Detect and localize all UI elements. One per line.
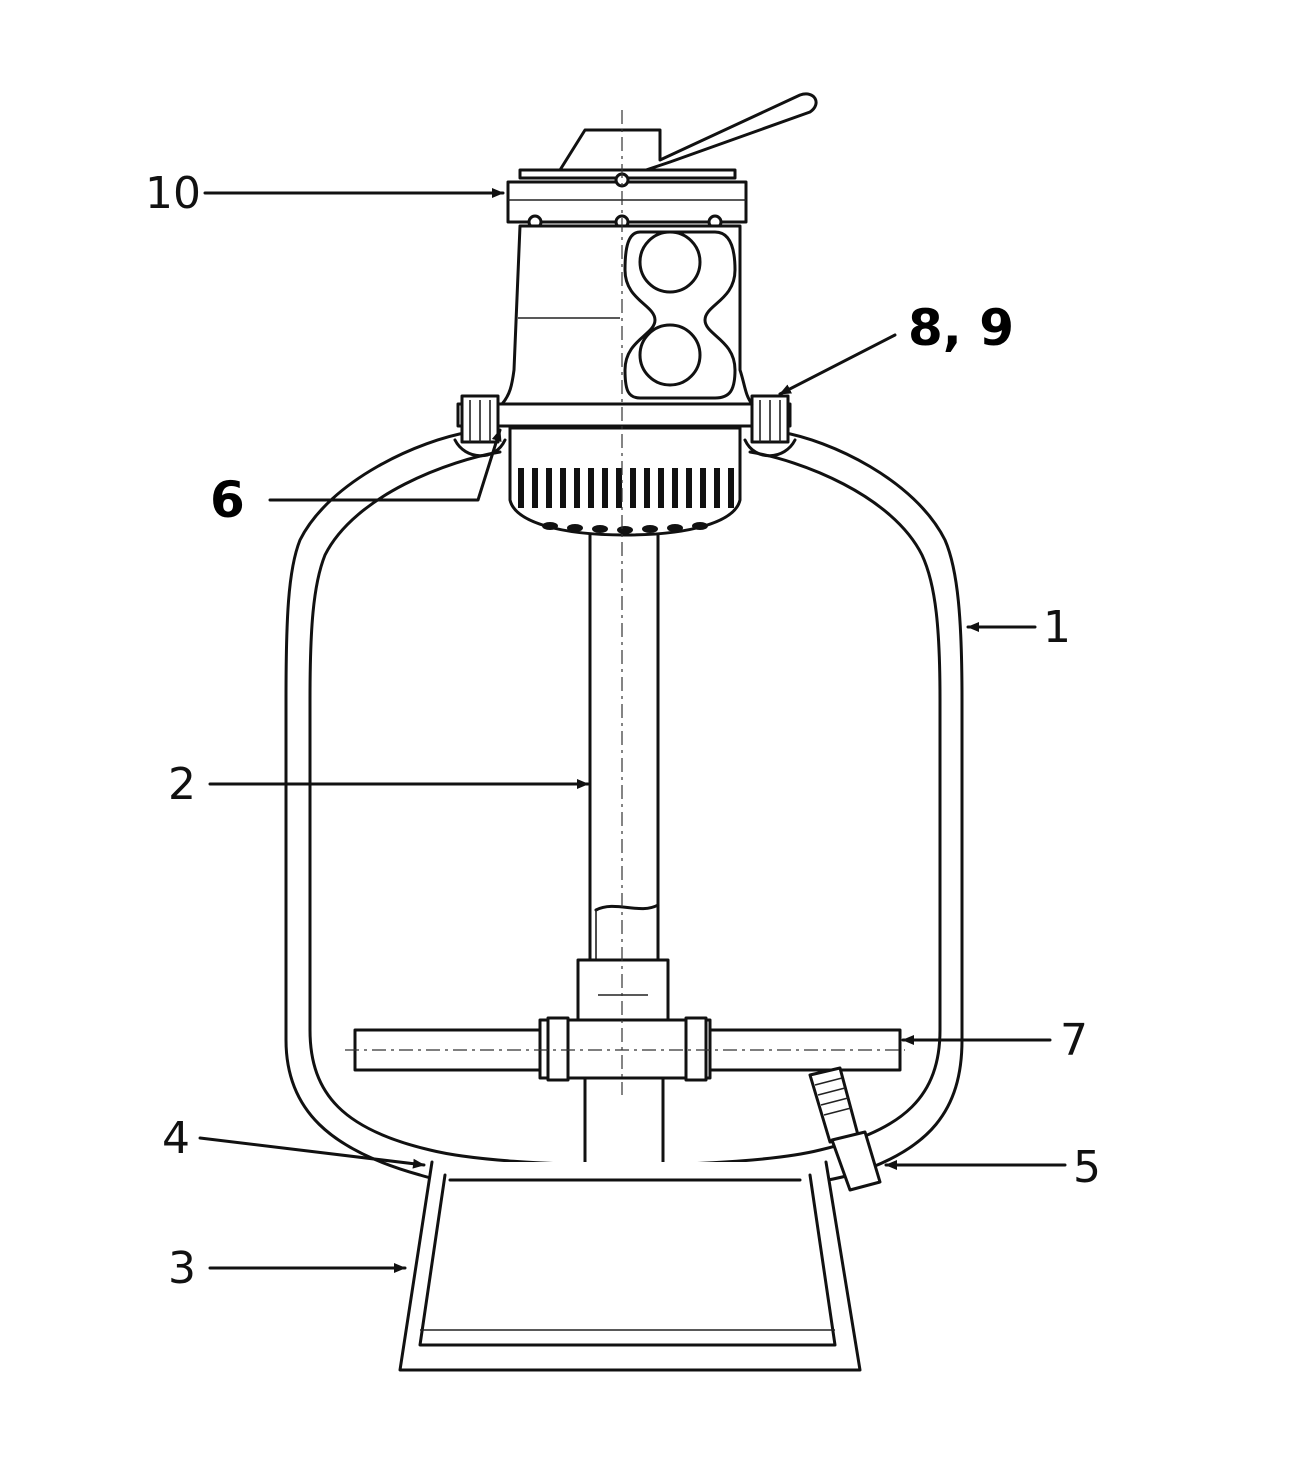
leader-6 bbox=[268, 428, 502, 502]
base-stand bbox=[398, 1160, 862, 1372]
callout-arrows bbox=[198, 188, 1067, 1273]
callout-4: 4 bbox=[162, 1113, 190, 1164]
top-diffuser bbox=[508, 426, 742, 537]
callout-2: 2 bbox=[168, 759, 196, 810]
multiport-valve bbox=[500, 92, 818, 406]
callout-6: 6 bbox=[210, 471, 245, 529]
leader-8-9 bbox=[778, 333, 897, 396]
diffuser-slots bbox=[518, 468, 734, 508]
standpipe bbox=[576, 533, 670, 1172]
callout-3: 3 bbox=[168, 1243, 196, 1294]
laterals bbox=[353, 1016, 902, 1082]
diffuser-holes bbox=[542, 522, 708, 534]
callout-5: 5 bbox=[1073, 1142, 1101, 1193]
callout-labels: 10 8, 9 6 1 2 7 4 5 3 bbox=[145, 168, 1101, 1294]
callout-1: 1 bbox=[1043, 602, 1071, 653]
leader-4 bbox=[198, 1136, 426, 1169]
callout-8-9: 8, 9 bbox=[908, 299, 1014, 357]
callout-10: 10 bbox=[145, 168, 201, 219]
drain-assembly bbox=[808, 1066, 882, 1192]
callout-7: 7 bbox=[1060, 1015, 1088, 1066]
